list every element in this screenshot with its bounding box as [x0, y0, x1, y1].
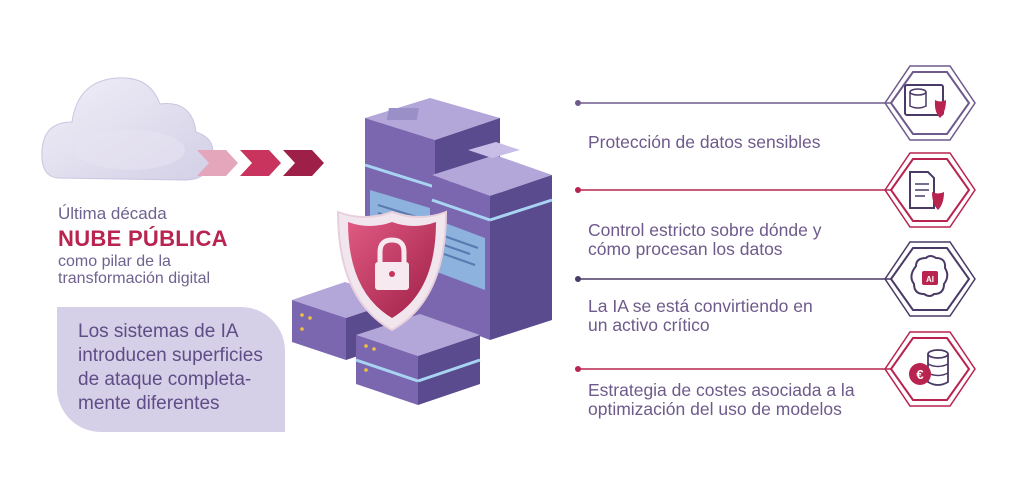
- connector-lines: [575, 100, 895, 372]
- description-line-1: como pilar de la: [58, 253, 171, 270]
- list-item-3: La IA se está convirtiendo en un activo …: [588, 297, 813, 335]
- public-cloud-title: NUBE PÚBLICA: [58, 226, 228, 251]
- svg-text:€: €: [916, 367, 923, 382]
- euro-coins-icon: €: [884, 331, 976, 407]
- document-shield-icon: [884, 152, 976, 228]
- list-item-text: cómo procesan los datos: [588, 239, 783, 259]
- list-item-text: Protección de datos sensibles: [588, 132, 821, 152]
- callout-line: introducen superficies: [78, 345, 263, 366]
- callout-box: [57, 307, 285, 432]
- database-shield-icon: [884, 65, 976, 141]
- list-item-1: Protección de datos sensibles: [588, 133, 821, 152]
- description-line-2: transformación digital: [58, 270, 211, 287]
- list-item-text: Estrategia de costes asociada a la: [588, 380, 855, 400]
- callout-line: Los sistemas de IA: [78, 321, 239, 342]
- list-item-text: Control estricto sobre dónde y: [588, 220, 822, 240]
- list-item-text: un activo crítico: [588, 315, 710, 335]
- list-item-4: Estrategia de costes asociada a la optim…: [588, 381, 855, 419]
- ai-brain-icon: AI: [884, 241, 976, 317]
- list-item-text: La IA se está convirtiendo en: [588, 296, 813, 316]
- callout-line: de ataque completa-: [78, 369, 252, 390]
- arrow-chevrons-icon: [197, 150, 324, 176]
- list-item-text: optimización del uso de modelos: [588, 399, 842, 419]
- padlock-shield-icon: [336, 210, 448, 332]
- decade-subtitle: Última década: [58, 204, 167, 223]
- svg-text:AI: AI: [926, 275, 934, 284]
- cloud-icon: [41, 77, 214, 181]
- callout-line: mente diferentes: [78, 393, 220, 414]
- callout-text: Los sistemas de IA introducen superficie…: [78, 320, 288, 416]
- list-item-2: Control estricto sobre dónde y cómo proc…: [588, 221, 821, 259]
